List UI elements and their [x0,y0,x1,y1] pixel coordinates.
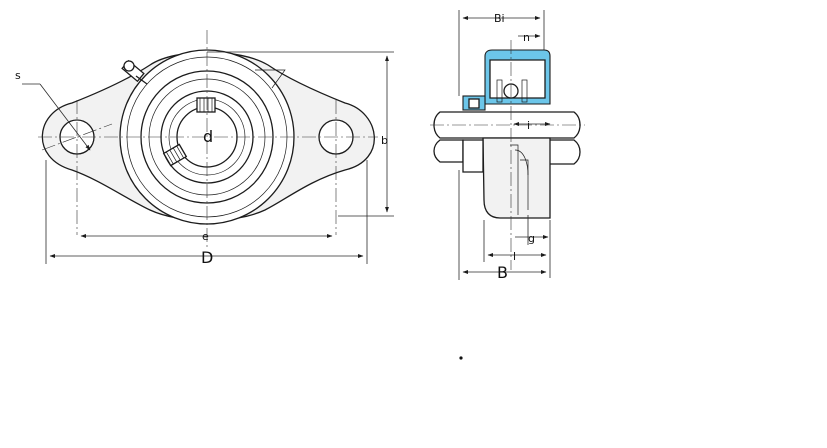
label-g: g [528,232,535,245]
front-view: s d b e D [15,30,394,267]
label-d: d [203,127,213,146]
side-view: Bi n i g l B [430,10,585,282]
label-B: B [497,263,508,282]
label-b: b [381,134,388,147]
grease-nipple [121,59,148,85]
side-housing [482,137,551,219]
label-D: D [201,248,213,267]
label-l: l [513,250,516,263]
label-i: i [527,119,530,132]
label-Bi: Bi [494,12,505,25]
set-screw-top [196,97,216,113]
set-screw-side [468,98,480,109]
label-e: e [202,230,209,243]
stray-dot [459,356,463,360]
label-n: n [523,31,530,44]
label-s: s [15,69,21,82]
set-screw-left [162,143,188,167]
